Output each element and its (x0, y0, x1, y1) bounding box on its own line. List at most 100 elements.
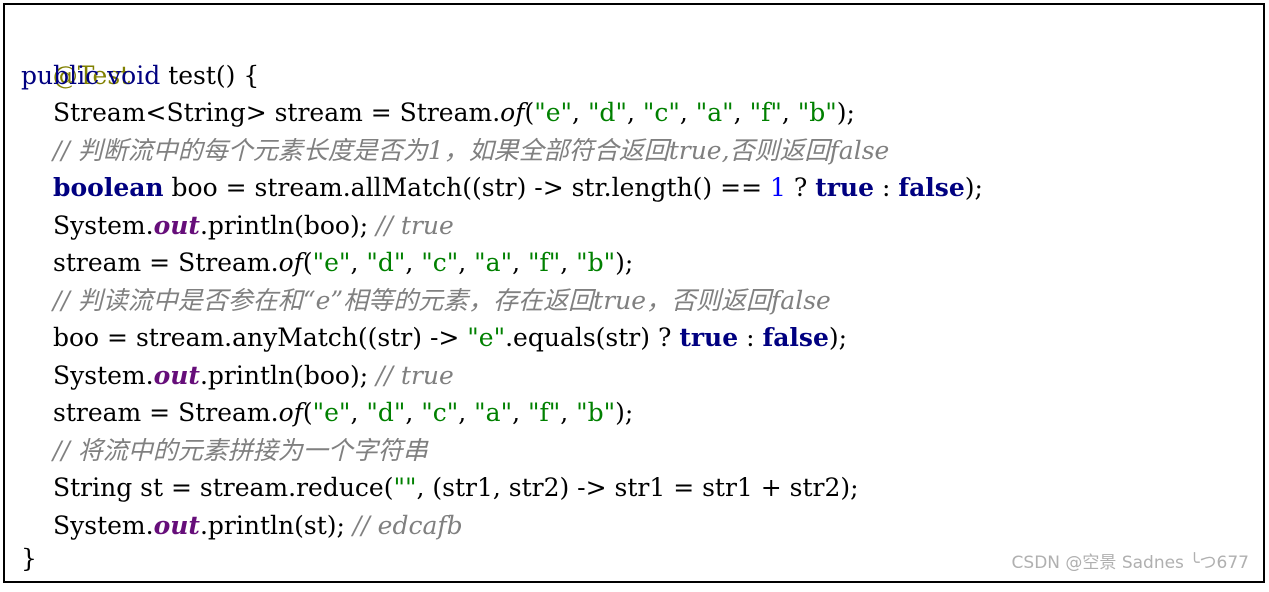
code-text: ( (302, 248, 313, 277)
comment-token: // true (376, 210, 454, 240)
code-text: boo = stream.anyMatch((str) -> (53, 323, 468, 352)
code-line-13: String st = stream.reduce("", (str1, str… (53, 469, 859, 507)
code-line-8: // 判读流中是否参在和“e”相等的元素，存在返回true，否则返回false (53, 282, 831, 320)
string-literal: "c" (421, 398, 459, 427)
code-text: : (874, 173, 899, 202)
code-text: , (458, 398, 475, 427)
keyword-token: public (21, 60, 100, 90)
code-text: , (733, 98, 750, 127)
string-literal: "d" (366, 398, 406, 427)
code-line-5: boolean boo = stream.allMatch((str) -> s… (53, 169, 983, 207)
code-text: , (626, 98, 643, 127)
string-literal: "a" (474, 248, 513, 277)
string-literal: "f" (527, 248, 561, 277)
code-text: .println(boo); (199, 210, 377, 240)
string-literal: "c" (642, 98, 680, 127)
string-literal: "b" (576, 398, 616, 427)
code-text: boo = stream.allMatch((str) -> str.lengt… (163, 173, 770, 202)
code-text: stream = Stream. (53, 398, 279, 427)
code-text: , (512, 398, 528, 427)
code-line-2: public void test() { (21, 57, 259, 95)
code-text: , (781, 98, 798, 127)
code-text: test() { (160, 60, 260, 90)
code-text: stream = Stream. (53, 248, 279, 277)
code-line-12: // 将流中的元素拼接为一个字符串 (53, 432, 428, 470)
string-literal: "e" (312, 248, 351, 277)
code-text: , (str1, str2) -> str1 = str1 + str2); (416, 473, 859, 502)
keyword-token: boolean (53, 173, 164, 202)
string-literal: "a" (474, 398, 513, 427)
string-literal: "e" (534, 98, 573, 127)
static-field-token: out (153, 210, 200, 240)
code-text: ? (785, 173, 816, 202)
code-text: ( (524, 98, 535, 127)
keyword-token: false (762, 323, 829, 352)
comment-token: // 将流中的元素拼接为一个字符串 (53, 435, 428, 465)
string-literal: "e" (467, 323, 506, 352)
keyword-token: true (815, 173, 874, 202)
code-block: @Test public void test() { Stream<String… (3, 3, 1265, 583)
string-literal: "e" (312, 398, 351, 427)
code-text (99, 61, 107, 90)
code-text: : (738, 323, 763, 352)
code-line-7: stream = Stream.of("e", "d", "c", "a", "… (53, 244, 633, 282)
code-line-1: @Test (21, 19, 130, 90)
code-text: ); (828, 323, 848, 352)
method-token: of (278, 398, 303, 427)
code-text: .println(st); (199, 510, 353, 540)
comment-token: // 判读流中是否参在和“e”相等的元素，存在返回true，否则返回false (53, 285, 831, 315)
code-text: , (679, 98, 696, 127)
code-text: , (350, 398, 367, 427)
string-literal: "c" (421, 248, 459, 277)
code-text: ); (615, 398, 634, 427)
code-text: , (572, 98, 588, 127)
code-text: .println(boo); (199, 360, 377, 390)
comment-token: // 判断流中的每个元素长度是否为1，如果全部符合返回true,否则返回fals… (53, 135, 890, 165)
string-literal: "" (393, 473, 417, 502)
code-text: Stream<String> stream = Stream. (53, 98, 501, 127)
code-line-15: } (21, 540, 37, 578)
code-line-11: stream = Stream.of("e", "d", "c", "a", "… (53, 394, 633, 432)
code-text: System. (53, 210, 154, 240)
code-text: , (350, 248, 367, 277)
static-field-token: out (153, 510, 200, 540)
code-text: String st = stream.reduce( (53, 473, 394, 502)
method-token: of (500, 98, 525, 127)
watermark: CSDN @空景 Sadnes ╰つ677 (1011, 553, 1249, 573)
comment-token: // edcafb (352, 510, 463, 540)
code-text: , (512, 248, 528, 277)
code-text: , (405, 398, 422, 427)
static-field-token: out (153, 360, 200, 390)
string-literal: "f" (749, 98, 782, 127)
code-text: ); (964, 173, 983, 202)
code-line-10: System.out.println(boo); // true (53, 357, 454, 395)
string-literal: "b" (797, 98, 837, 127)
code-text: ); (615, 248, 634, 277)
string-literal: "d" (366, 248, 406, 277)
code-line-9: boo = stream.anyMatch((str) -> "e".equal… (53, 319, 847, 357)
code-text: , (560, 398, 577, 427)
code-text: System. (53, 510, 154, 540)
closing-brace: } (21, 544, 37, 573)
string-literal: "f" (527, 398, 561, 427)
string-literal: "b" (576, 248, 616, 277)
string-literal: "a" (695, 98, 734, 127)
number-literal: 1 (769, 173, 786, 202)
code-line-4: // 判断流中的每个元素长度是否为1，如果全部符合返回true,否则返回fals… (53, 132, 889, 170)
code-text: , (405, 248, 422, 277)
code-line-3: Stream<String> stream = Stream.of("e", "… (53, 94, 855, 132)
comment-token: // true (376, 360, 454, 390)
code-text: ); (836, 98, 855, 127)
code-text: , (458, 248, 475, 277)
code-line-14: System.out.println(st); // edcafb (53, 507, 463, 545)
code-line-6: System.out.println(boo); // true (53, 207, 454, 245)
method-token: of (278, 248, 303, 277)
keyword-token: true (679, 323, 739, 352)
code-text: System. (53, 360, 154, 390)
code-text: ( (302, 398, 313, 427)
code-text: , (560, 248, 577, 277)
keyword-token: false (898, 173, 965, 202)
annotation-token: @Test (52, 60, 131, 90)
string-literal: "d" (587, 98, 627, 127)
keyword-token: void (107, 60, 161, 90)
